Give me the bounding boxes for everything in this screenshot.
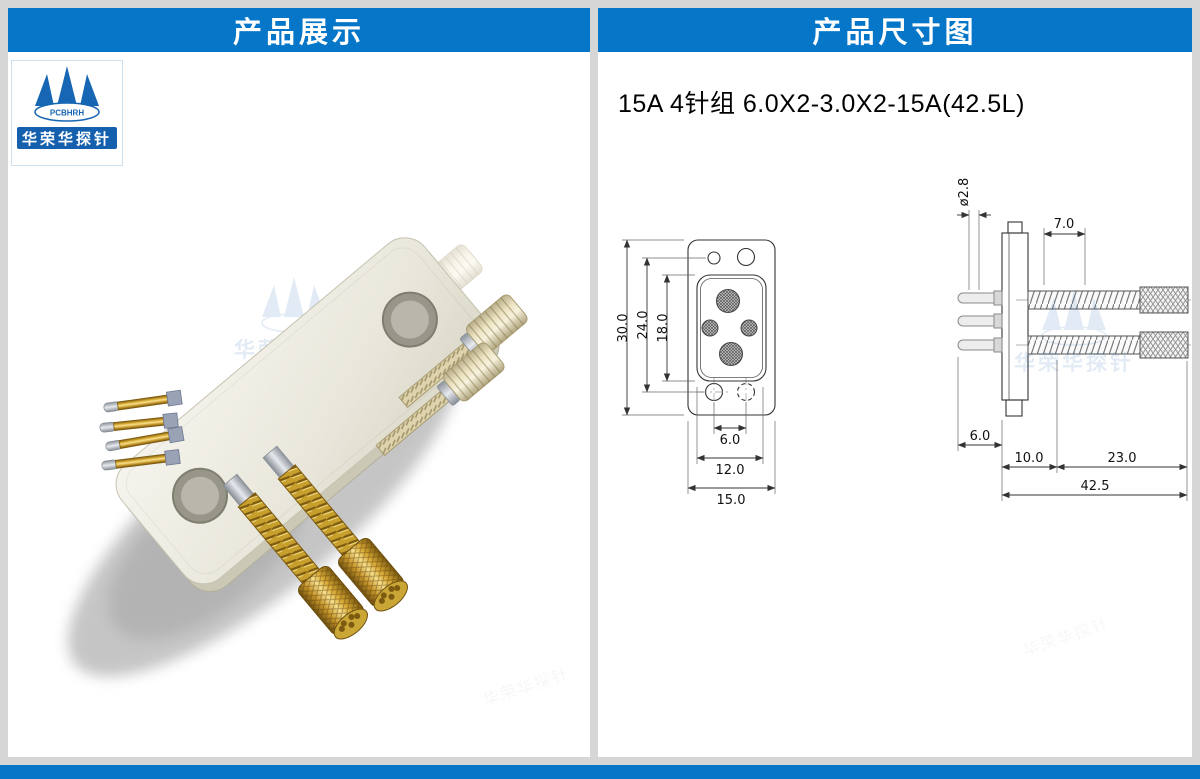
pin-face-large — [719, 342, 743, 366]
drawing-title: 15A 4针组 6.0X2-3.0X2-15A(42.5L) — [618, 90, 1025, 118]
brand-name-strip: 华荣华探针 — [17, 127, 117, 149]
corner-watermark-left: 华荣华探针 — [481, 665, 572, 710]
dim-front-width-mid: 12.0 — [716, 463, 745, 478]
dim-side-head-length: 7.0 — [1054, 217, 1075, 232]
dim-side-total-length: 42.5 — [1081, 479, 1110, 494]
pin-face-small — [740, 319, 758, 337]
right-panel-title: 产品尺寸图 — [812, 17, 978, 49]
dim-side-barrel-section: 23.0 — [1108, 451, 1137, 466]
left-panel-body: PCBHRH 华荣华探针 — [8, 52, 590, 757]
product-render: 华荣华探针 — [68, 237, 572, 710]
left-panel-title: 产品展示 — [232, 17, 365, 49]
dimension-drawing: 30.0 24.0 18.0 6.0 — [616, 178, 1192, 660]
corner-watermark-right: 华荣华探针 — [1021, 615, 1112, 660]
dim-front-height-outer: 30.0 — [616, 314, 631, 343]
dim-front-height-inner: 18.0 — [656, 314, 671, 343]
dim-front-height-holes: 24.0 — [636, 311, 651, 340]
pin-face-large — [716, 289, 740, 313]
left-panel-header: 产品展示 — [8, 8, 590, 52]
brand-logo: PCBHRH 华荣华探针 — [11, 60, 123, 166]
dim-side-pin-length: 6.0 — [970, 429, 991, 444]
right-panel-header: 产品尺寸图 — [598, 8, 1192, 52]
brand-name-en: PCBHRH — [50, 109, 84, 118]
dim-front-width-holes: 6.0 — [720, 433, 741, 448]
bottom-accent-bar — [0, 765, 1200, 779]
pcb-pins — [98, 389, 185, 474]
side-barrels — [1027, 286, 1189, 359]
dimension-panel: 产品尺寸图 15A 4针组 6.0X2-3.0X2-15A(42.5L) — [598, 8, 1192, 757]
pin-face-small — [701, 319, 719, 337]
side-pins — [957, 290, 1003, 353]
front-view: 30.0 24.0 18.0 6.0 — [616, 239, 776, 508]
product-plate — [115, 237, 500, 592]
brand-crown-icon: PCBHRH — [34, 66, 100, 122]
dim-front-width-outer: 15.0 — [717, 493, 746, 508]
dim-side-pin-diameter: ø2.8 — [957, 178, 972, 207]
watermark-right-text: 华荣华探针 — [1014, 351, 1134, 375]
product-display-panel: 产品展示 PCBHRH 华荣华探针 — [8, 8, 590, 757]
side-view: ø2.8 7.0 6.0 10.0 — [957, 178, 1192, 501]
dim-side-flange-section: 10.0 — [1015, 451, 1044, 466]
watermark-right: 华荣华探针 — [1014, 290, 1134, 375]
right-panel-body: 15A 4针组 6.0X2-3.0X2-15A(42.5L) — [598, 52, 1192, 757]
